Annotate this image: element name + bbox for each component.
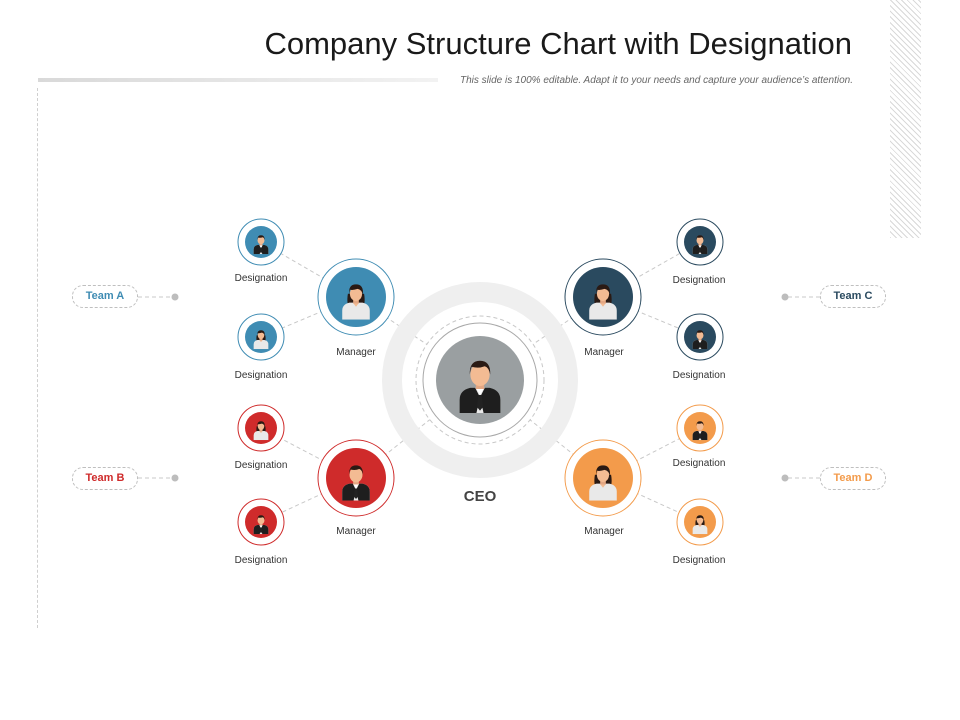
team-c-connector-dot bbox=[781, 293, 789, 301]
team-b-designation-1-label: Designation bbox=[234, 460, 288, 471]
team-c-designation-2-label: Designation bbox=[672, 370, 726, 381]
team-a-manager-node bbox=[317, 258, 395, 336]
page-title: Company Structure Chart with Designation bbox=[264, 26, 852, 61]
team-d-connector-dot bbox=[781, 474, 789, 482]
team-c-manager-label: Manager bbox=[584, 347, 624, 358]
team-a-designation-2-label: Designation bbox=[234, 370, 288, 381]
team-b-designation-1-node bbox=[237, 404, 285, 452]
team-d-manager-node bbox=[564, 439, 642, 517]
team-d-manager-label: Manager bbox=[584, 526, 624, 537]
team-b-manager-node bbox=[317, 439, 395, 517]
team-d-designation-1-node bbox=[676, 404, 724, 452]
team-b-connector-dot bbox=[171, 474, 179, 482]
team-d-pill: Team D bbox=[820, 467, 886, 490]
title-underline bbox=[38, 78, 438, 82]
team-a-connector-dot bbox=[171, 293, 179, 301]
page-subtitle: This slide is 100% editable. Adapt it to… bbox=[459, 75, 853, 86]
hatch-decoration bbox=[890, 0, 921, 238]
team-c-pill: Team C bbox=[820, 285, 886, 308]
team-b-designation-2-node bbox=[237, 498, 285, 546]
team-d-designation-1-label: Designation bbox=[672, 458, 726, 469]
team-c-designation-1-node bbox=[676, 218, 724, 266]
team-a-manager-label: Manager bbox=[336, 347, 376, 358]
team-c-manager-node bbox=[564, 258, 642, 336]
team-d-designation-2-node bbox=[676, 498, 724, 546]
ceo-node bbox=[382, 282, 578, 478]
team-a-designation-2-node bbox=[237, 313, 285, 361]
team-c-designation-2-node bbox=[676, 313, 724, 361]
left-guide-line bbox=[37, 88, 38, 628]
team-b-designation-2-label: Designation bbox=[234, 555, 288, 566]
team-d-designation-2-label: Designation bbox=[672, 555, 726, 566]
team-a-pill: Team A bbox=[72, 285, 138, 308]
team-a-designation-1-node bbox=[237, 218, 285, 266]
team-c-designation-1-label: Designation bbox=[672, 275, 726, 286]
team-b-pill: Team B bbox=[72, 467, 138, 490]
ceo-label: CEO bbox=[463, 488, 497, 505]
team-b-manager-label: Manager bbox=[336, 526, 376, 537]
team-a-designation-1-label: Designation bbox=[234, 273, 288, 284]
